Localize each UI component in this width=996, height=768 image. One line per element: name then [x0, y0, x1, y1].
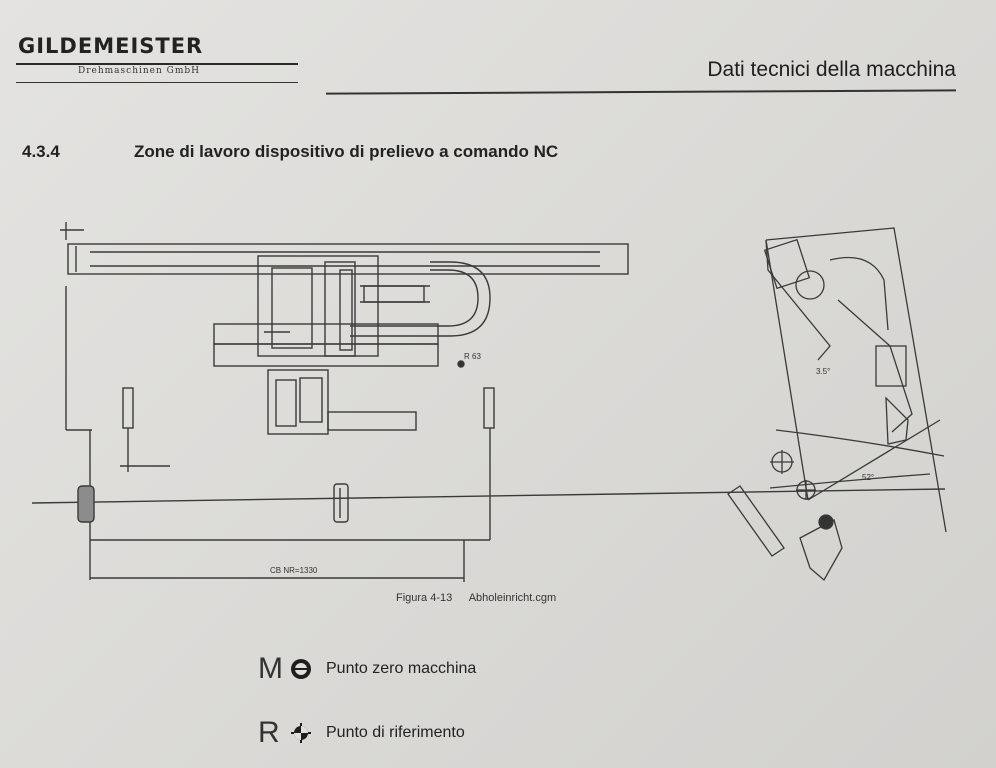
machine-zero-icon	[291, 659, 311, 679]
legend-text-m: Punto zero macchina	[326, 660, 477, 677]
legend-text-r: Punto di riferimento	[326, 724, 465, 741]
cable-loop	[350, 261, 491, 337]
section-number: 4.3.4	[22, 142, 60, 161]
legend-letter-m: M	[258, 652, 283, 685]
arm-lower	[213, 343, 439, 367]
page-header-title: Dati tecnici della macchina	[707, 58, 956, 81]
arm-upper	[213, 323, 439, 345]
figure-caption: Figura 4-13 Abholeinricht.cgm	[396, 592, 570, 604]
label-r: R 63	[464, 352, 481, 361]
side-view	[727, 227, 947, 582]
logo-rule-lower	[16, 82, 298, 83]
baseline	[31, 488, 946, 504]
gripper-body	[267, 369, 329, 435]
carriage	[257, 255, 379, 357]
legend-machine-zero: M Punto zero macchina	[258, 652, 476, 686]
gripper-jaw	[327, 411, 417, 431]
legend-letter-r: R	[258, 716, 280, 749]
logo-rule	[16, 63, 298, 65]
figure-label: Figura 4-13	[396, 592, 453, 604]
rail-outer	[67, 243, 629, 275]
legend-reference-point: R Punto di riferimento	[258, 716, 465, 750]
label-angle-1: 3.5°	[816, 367, 830, 376]
brand-subtitle: Drehmaschinen GmbH	[78, 66, 200, 76]
figure-file: Abholeinricht.cgm	[468, 592, 557, 604]
brand-logo: GILDEMEISTER	[18, 34, 204, 58]
reference-point-icon	[291, 723, 311, 743]
label-dim-lower: CB NR=1330	[270, 566, 318, 575]
section-title: Zone di lavoro dispositivo di prelievo a…	[134, 142, 559, 161]
label-angle-2: 52°	[862, 473, 874, 482]
